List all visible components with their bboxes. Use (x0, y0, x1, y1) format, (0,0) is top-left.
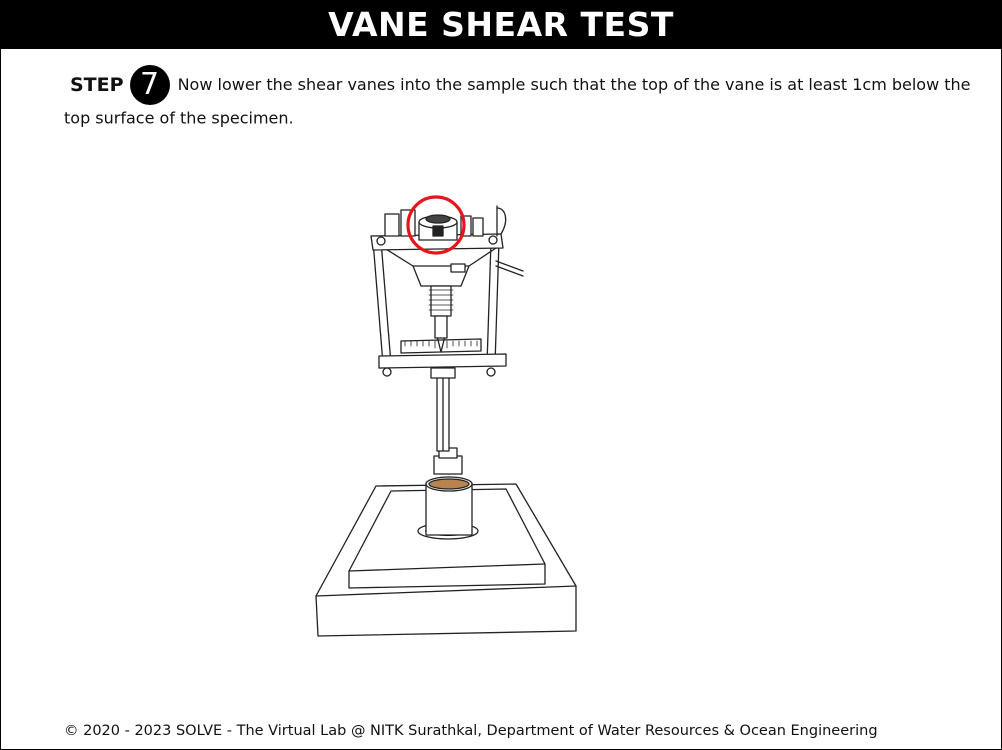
highlight-ring (406, 195, 466, 255)
vane-shear-apparatus (315, 195, 577, 637)
soil-sample (428, 478, 470, 490)
torque-spring (380, 245, 524, 339)
sample-container (417, 476, 479, 540)
torque-handle-knob[interactable] (418, 214, 458, 241)
footer-copyright: © 2020 - 2023 SOLVE - The Virtual Lab @ … (64, 723, 878, 739)
page-title: VANE SHEAR TEST (1, 1, 1001, 49)
scale-crossbar (378, 335, 507, 369)
step-label: STEP (70, 74, 124, 96)
step-instruction-text: Now lower the shear vanes into the sampl… (64, 75, 971, 128)
step-number-badge: 7 (129, 65, 170, 105)
top-plate (370, 205, 507, 251)
vane-shaft (430, 367, 463, 475)
